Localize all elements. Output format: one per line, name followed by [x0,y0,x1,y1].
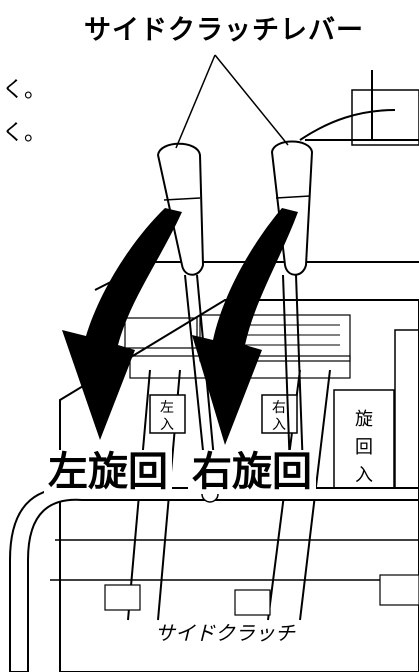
callout-line-left [175,54,216,149]
right-turn-label: 右旋回 [188,450,316,494]
console-body [59,299,419,672]
side-sign-char-2: 回 [355,437,373,458]
left-grip-band [163,197,201,201]
label-panel-left [124,317,198,349]
sign-left-top: 左 [160,400,174,416]
side-text-line-1: く。 [2,78,47,103]
side-sign-box-right [394,329,419,491]
callout-line-right [214,54,289,146]
right-grip-band [275,195,311,199]
lower-left-tag [104,584,141,611]
lower-right-tag [234,589,271,616]
right-lever-shaft-2 [295,274,304,471]
lower-far-tag [379,574,419,606]
rear-cable [299,109,396,141]
side-clutch-lever-label: サイドクラッチレバー [84,15,364,46]
left-lever-grip [156,142,205,276]
sign-left-box [149,394,186,434]
sign-right-box [261,394,298,434]
left-turn-label: 左旋回 [44,450,172,494]
left-turn-arrow [62,208,182,440]
right-lever-grip [270,140,314,276]
side-text-line-2: く。 [2,121,47,146]
side-sign-char-1: 旋 [355,409,373,430]
sign-right-top: 右 [272,400,286,416]
sign-right-bottom: 入 [272,417,286,433]
left-lever-shaft [184,274,206,471]
clutch-stamp: サイドクラッチ [155,621,296,645]
rear-block [351,89,419,146]
right-turn-arrow [192,208,298,445]
right-lever-shaft [282,274,291,471]
grab-handle [9,486,419,672]
sign-left-bottom: 入 [160,417,174,433]
side-sign-char-3: 入 [355,465,373,486]
